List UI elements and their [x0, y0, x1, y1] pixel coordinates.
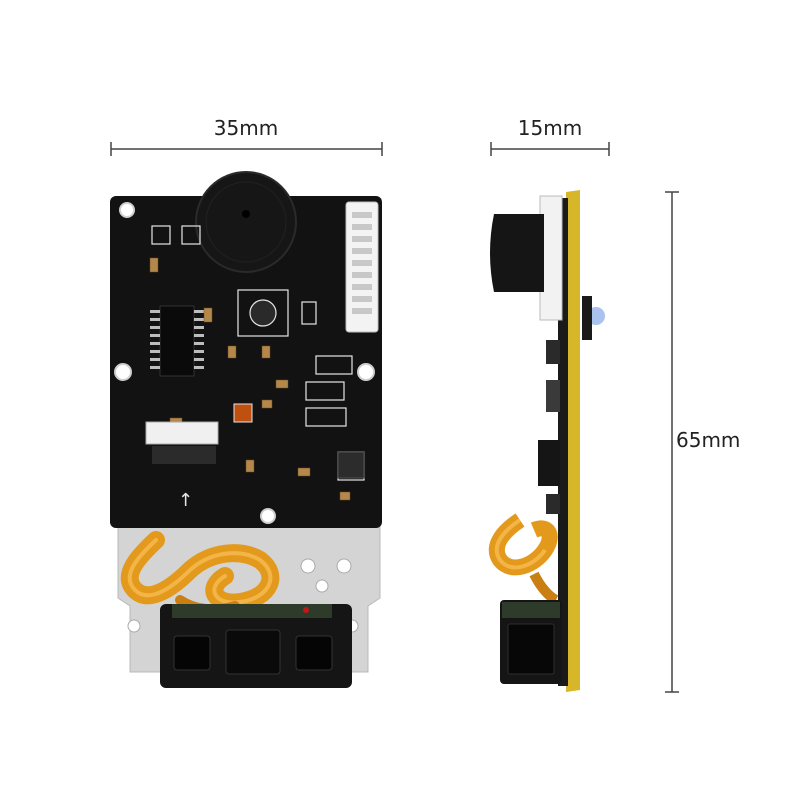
power-inductor [337, 451, 365, 479]
side-view-module [488, 190, 605, 692]
height-dimension-line [665, 191, 679, 693]
mounting-hole [357, 363, 375, 381]
mounting-hole [119, 202, 135, 218]
mounting-hole [260, 508, 276, 524]
front-view-module: ↑ [110, 171, 382, 688]
scan-engine [160, 604, 352, 688]
flex-connector [145, 421, 219, 464]
depth-dimension-label: 15mm [517, 116, 583, 140]
depth-dimension-line [490, 142, 610, 156]
pcb-board [110, 196, 382, 528]
width-dimension-label: 35mm [213, 116, 279, 140]
height-dimension-label: 65mm [676, 428, 741, 452]
side-buzzer [490, 214, 544, 292]
buzzer [195, 171, 297, 273]
mounting-hole [114, 363, 132, 381]
svg-text:↑: ↑ [178, 490, 193, 511]
led [233, 403, 253, 423]
pcb-edge [566, 190, 580, 692]
width-dimension-line [110, 142, 383, 156]
ic-chip [150, 305, 204, 377]
pin-header-connector [345, 201, 379, 333]
side-flex-cable [488, 513, 559, 605]
